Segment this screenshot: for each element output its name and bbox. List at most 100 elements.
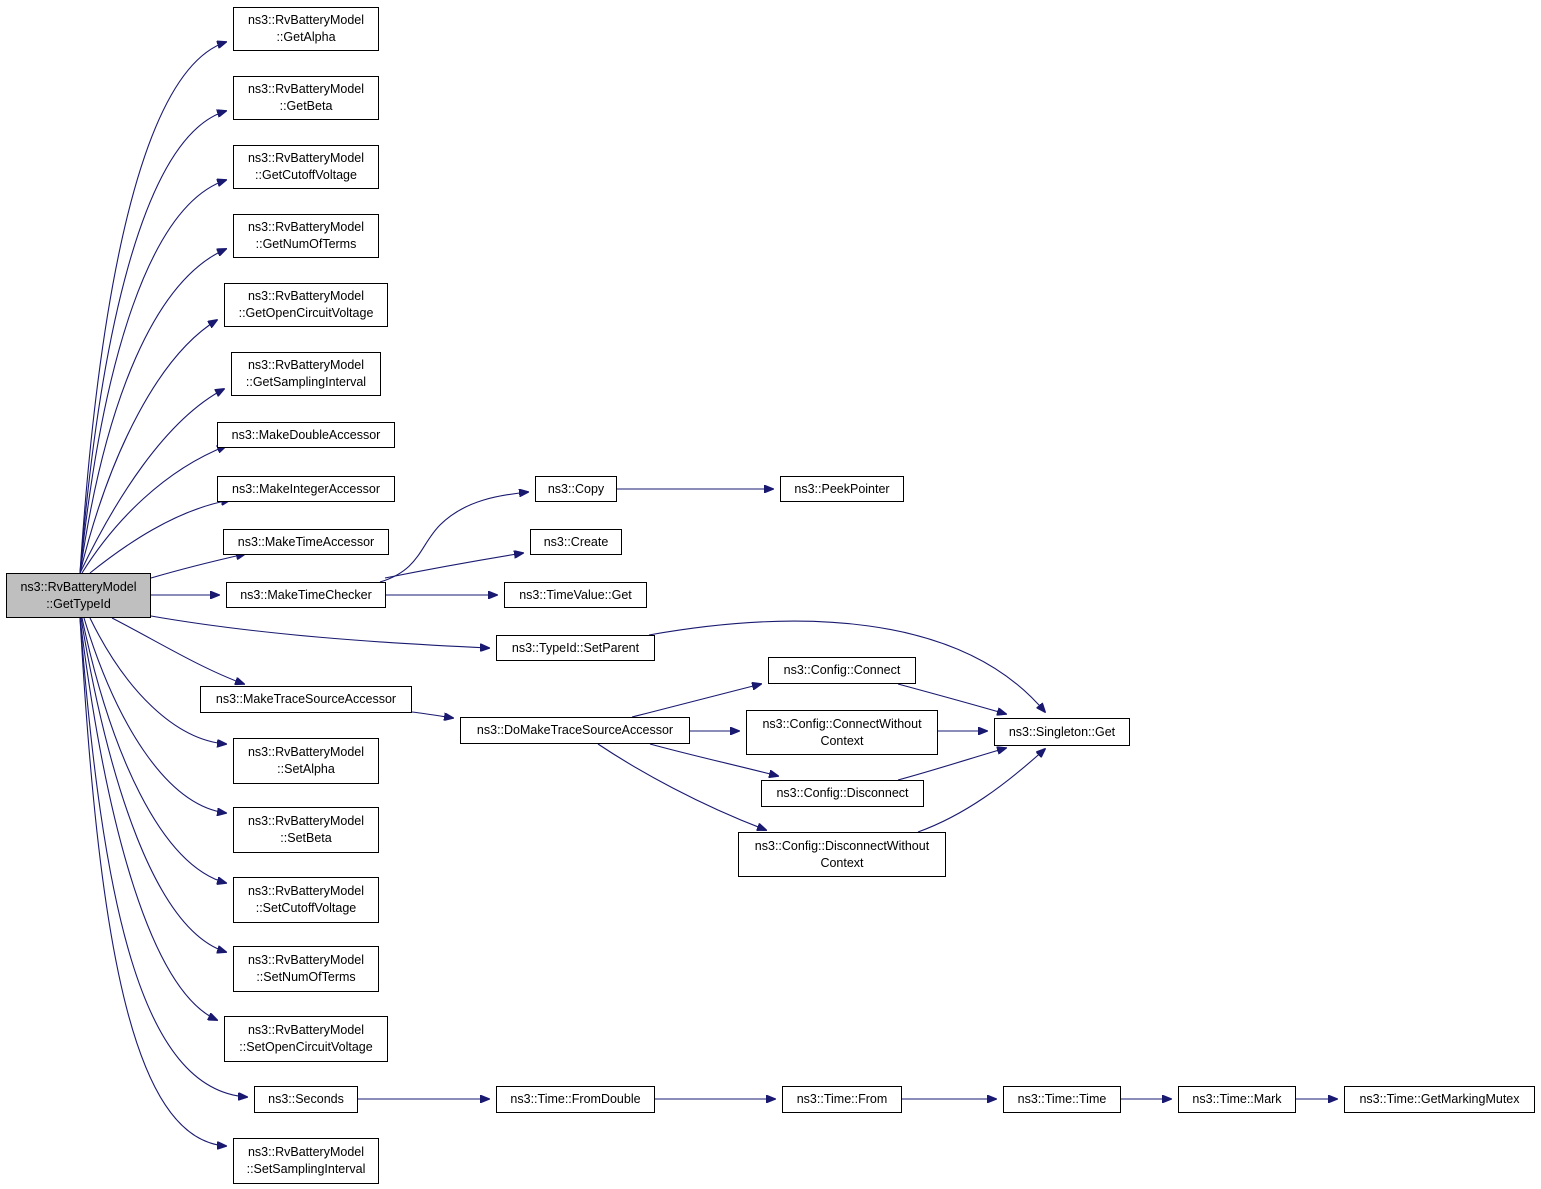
node-getalpha[interactable]: ns3::RvBatteryModel::GetAlpha [233, 7, 379, 51]
node-label-line: ns3::Config::DisconnectWithout [754, 838, 930, 853]
node-label-line: ns3::Copy [547, 481, 605, 496]
node-label-line: ns3::TimeValue::Get [519, 587, 632, 602]
node-label-line: ::SetNumOfTerms [256, 970, 356, 984]
node-label-line: ::SetSamplingInterval [246, 1162, 366, 1176]
node-copy[interactable]: ns3::Copy [535, 476, 617, 502]
node-setnumterms[interactable]: ns3::RvBatteryModel::SetNumOfTerms [233, 946, 379, 992]
node-maketimechk[interactable]: ns3::MakeTimeChecker [226, 582, 386, 608]
node-getsampling[interactable]: ns3::RvBatteryModel::GetSamplingInterval [231, 352, 381, 396]
node-label-line: ns3::Time::FromDouble [510, 1092, 641, 1106]
node-label-line: ns3::Time::From [796, 1092, 888, 1106]
node-getopencircuit[interactable]: ns3::RvBatteryModel::GetOpenCircuitVolta… [224, 283, 388, 327]
edge-setparent-to-singleton [648, 620, 1045, 712]
node-label-line: ::SetBeta [280, 831, 332, 845]
node-label-line: ns3::Time::Time [1017, 1092, 1107, 1106]
node-connect[interactable]: ns3::Config::Connect [768, 657, 916, 684]
node-label-line: ns3::MakeTimeChecker [240, 587, 372, 602]
node-maketrace[interactable]: ns3::MakeTraceSourceAccessor [200, 686, 412, 713]
node-label-line: ns3::RvBatteryModel [247, 82, 365, 96]
node-timevalueget[interactable]: ns3::TimeValue::Get [504, 582, 647, 608]
edge-root-to-setcutoff [81, 617, 226, 883]
edge-root-to-setsampling [79, 617, 226, 1146]
node-label-line: ns3::TypeId::SetParent [511, 640, 640, 655]
node-peekpointer[interactable]: ns3::PeekPointer [780, 476, 904, 502]
edge-root-to-getopencircuit [79, 320, 217, 574]
node-timefrom[interactable]: ns3::Time::From [782, 1086, 902, 1113]
node-label-line: ns3::DoMakeTraceSourceAccessor [476, 723, 674, 737]
node-fromdouble[interactable]: ns3::Time::FromDouble [496, 1086, 655, 1113]
node-maketimeacc[interactable]: ns3::MakeTimeAccessor [223, 529, 389, 555]
node-disconnect[interactable]: ns3::Config::Disconnect [761, 780, 924, 807]
node-label-line: ns3::Create [543, 534, 609, 549]
edge-domaketrace-to-disconnect [649, 743, 778, 776]
node-label-line: ns3::Config::ConnectWithout [762, 716, 922, 731]
node-domaketrace[interactable]: ns3::DoMakeTraceSourceAccessor [460, 717, 690, 744]
node-label-line: ::SetAlpha [277, 762, 335, 776]
edge-root-to-getcutoff [79, 180, 226, 574]
node-setparent[interactable]: ns3::TypeId::SetParent [496, 635, 655, 661]
node-label-line: ::SetCutoffVoltage [255, 901, 357, 915]
edge-root-to-getalpha [79, 42, 226, 574]
edge-root-to-setbeta [83, 617, 226, 813]
edge-disconnectwc-to-singleton [917, 749, 1045, 833]
node-setopencircuit[interactable]: ns3::RvBatteryModel::SetOpenCircuitVolta… [224, 1016, 388, 1062]
edge-root-to-maketrace [111, 617, 244, 684]
edge-root-to-makeinteger [89, 500, 230, 574]
node-root: ns3::RvBatteryModel::GetTypeId [6, 573, 151, 618]
node-getnumterms[interactable]: ns3::RvBatteryModel::GetNumOfTerms [233, 214, 379, 258]
node-label-line: ns3::Singleton::Get [1008, 724, 1116, 739]
edge-maketrace-to-domaketrace [411, 711, 453, 718]
node-setbeta[interactable]: ns3::RvBatteryModel::SetBeta [233, 807, 379, 853]
edge-domaketrace-to-connect [631, 684, 761, 718]
node-setsampling[interactable]: ns3::RvBatteryModel::SetSamplingInterval [233, 1138, 379, 1184]
edge-domaketrace-to-disconnectwc [597, 743, 766, 830]
node-label-line: ns3::Config::Connect [783, 663, 901, 677]
node-makedouble[interactable]: ns3::MakeDoubleAccessor [217, 422, 395, 448]
edge-connect-to-singleton [897, 683, 1006, 714]
edge-root-to-getnumterms [79, 249, 226, 574]
node-label-line: ns3::RvBatteryModel [20, 579, 137, 594]
edge-maketimechk-to-create [384, 553, 523, 579]
node-label-line: ns3::Seconds [268, 1092, 344, 1106]
node-label-line: ::SetOpenCircuitVoltage [239, 1040, 373, 1054]
node-label-line: ns3::RvBatteryModel [247, 220, 365, 234]
node-label-line: ns3::Time::Mark [1192, 1092, 1282, 1106]
node-getcutoff[interactable]: ns3::RvBatteryModel::GetCutoffVoltage [233, 145, 379, 189]
node-label-line: ns3::RvBatteryModel [247, 151, 365, 165]
node-label-line: ns3::RvBatteryModel [247, 745, 365, 759]
edge-disconnect-to-singleton [897, 748, 1006, 781]
node-label-line: ::GetCutoffVoltage [255, 168, 357, 182]
node-setalpha[interactable]: ns3::RvBatteryModel::SetAlpha [233, 738, 379, 784]
node-label-line: ns3::MakeDoubleAccessor [231, 427, 381, 442]
edge-root-to-getsampling [79, 389, 224, 574]
edge-root-to-getbeta [79, 111, 226, 574]
node-timetime[interactable]: ns3::Time::Time [1003, 1086, 1121, 1113]
edge-root-to-setparent [150, 615, 489, 648]
node-makeinteger[interactable]: ns3::MakeIntegerAccessor [217, 476, 395, 502]
node-singleton[interactable]: ns3::Singleton::Get [994, 718, 1130, 746]
node-markingmutex[interactable]: ns3::Time::GetMarkingMutex [1344, 1086, 1535, 1113]
node-label-line: ns3::RvBatteryModel [247, 289, 365, 303]
edge-root-to-maketimeacc [150, 554, 245, 579]
node-label-line: ::GetBeta [279, 99, 333, 113]
node-label-line: ns3::Time::GetMarkingMutex [1359, 1092, 1520, 1106]
node-label-line: ::GetAlpha [276, 30, 336, 44]
node-seconds[interactable]: ns3::Seconds [254, 1086, 358, 1113]
edge-root-to-setopencircuit [79, 617, 217, 1020]
node-create[interactable]: ns3::Create [530, 529, 622, 555]
node-label-line: ns3::RvBatteryModel [247, 814, 365, 828]
node-label-line: ns3::RvBatteryModel [247, 884, 365, 898]
node-setcutoff[interactable]: ns3::RvBatteryModel::SetCutoffVoltage [233, 877, 379, 923]
node-label-line: ns3::MakeTraceSourceAccessor [215, 692, 397, 706]
node-label-line: ns3::PeekPointer [794, 481, 890, 496]
node-label-line: ns3::RvBatteryModel [247, 1023, 365, 1037]
edge-root-to-seconds [79, 617, 247, 1097]
node-timemark[interactable]: ns3::Time::Mark [1178, 1086, 1296, 1113]
node-getbeta[interactable]: ns3::RvBatteryModel::GetBeta [233, 76, 379, 120]
node-label-line: ns3::Config::Disconnect [776, 786, 909, 800]
node-label-line: Context [820, 733, 864, 748]
